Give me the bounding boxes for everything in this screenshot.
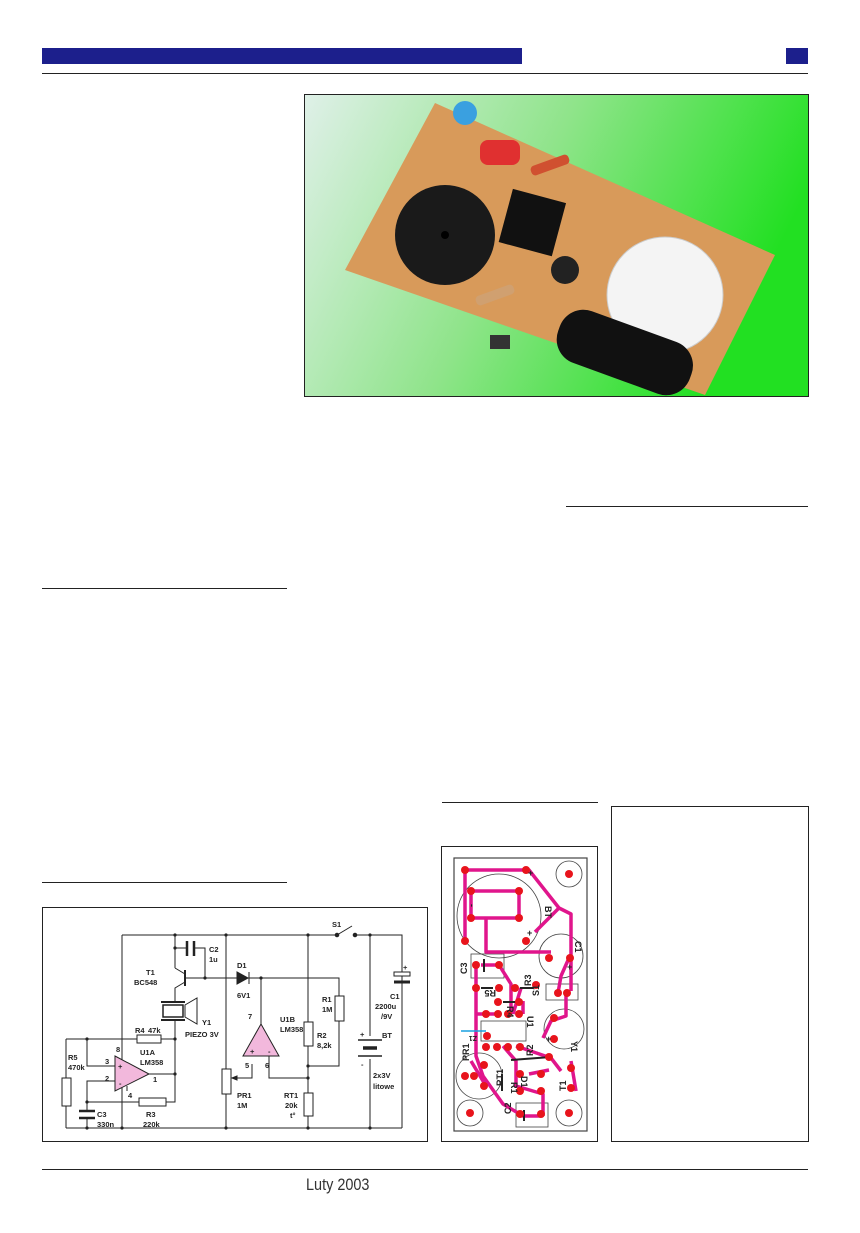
header-rule bbox=[42, 73, 808, 74]
value-r1: 1M bbox=[322, 1005, 332, 1014]
value-c3: 330n bbox=[97, 1120, 115, 1129]
value-r4: 47k bbox=[148, 1026, 161, 1035]
page-number-box bbox=[786, 48, 808, 64]
u1a-plus: + bbox=[118, 1062, 123, 1071]
op-amp-u1b bbox=[242, 1022, 280, 1057]
pcb-label-c2: C2 bbox=[503, 1102, 513, 1114]
pcb-bt-minus: - bbox=[467, 904, 477, 907]
label-r2: R2 bbox=[317, 1031, 327, 1040]
value-d1: 6V1 bbox=[237, 991, 250, 1000]
pcb-label-u1: U1 bbox=[525, 1016, 535, 1028]
pin-1: 1 bbox=[153, 1075, 157, 1084]
device-photo bbox=[304, 94, 809, 397]
pcb-label-y1: Y1 bbox=[569, 1041, 579, 1052]
value-pr1: 1M bbox=[237, 1101, 247, 1110]
pcb-label-r3: R3 bbox=[523, 974, 533, 986]
section-rule bbox=[442, 802, 598, 803]
label-c2: C2 bbox=[209, 945, 219, 954]
value-r2: 8,2k bbox=[317, 1041, 332, 1050]
pcb-label-bt: BT bbox=[543, 906, 553, 918]
label-bt: BT bbox=[382, 1031, 392, 1040]
pcb-layout: BT C1 C3 R3 R5 R4 S1 U1 Y1 PR1 R2 RT1 D1… bbox=[441, 846, 598, 1142]
section-rule bbox=[42, 882, 287, 883]
pcb-pads bbox=[461, 866, 575, 1118]
pcb-y1-plus: + bbox=[546, 1034, 551, 1044]
section-rule bbox=[42, 588, 287, 589]
value-bt: 2x3V bbox=[373, 1071, 391, 1080]
footer-rule bbox=[42, 1169, 808, 1170]
label-c1: C1 bbox=[390, 992, 400, 1001]
pin-7: 7 bbox=[248, 1012, 252, 1021]
value-t1: BC548 bbox=[134, 978, 157, 987]
u1b-minus: - bbox=[268, 1047, 271, 1056]
pcb-label-r5: R5 bbox=[484, 988, 496, 998]
label-r5: R5 bbox=[68, 1053, 78, 1062]
pin-6: 6 bbox=[265, 1061, 269, 1070]
pin-4: 4 bbox=[128, 1091, 133, 1100]
pcb-c1-plus: + bbox=[567, 962, 572, 972]
value-r5: 470k bbox=[68, 1063, 86, 1072]
bt-plus: + bbox=[360, 1030, 365, 1039]
note-rt1: t° bbox=[290, 1111, 296, 1120]
label-u1a: U1A bbox=[140, 1048, 156, 1057]
pcb-bt-plus: + bbox=[528, 868, 533, 878]
pcb-label-rt1: RT1 bbox=[495, 1069, 505, 1086]
capacitor-electrolytic bbox=[556, 309, 693, 396]
label-s1: S1 bbox=[332, 920, 341, 929]
op-amp-u1a bbox=[114, 1055, 151, 1092]
section-rule bbox=[566, 506, 808, 507]
pcb-bt-plus-2: + bbox=[527, 928, 532, 938]
pcb-label-r4: R4 bbox=[505, 1006, 515, 1018]
u1b-plus: + bbox=[250, 1047, 255, 1056]
label-c3: C3 bbox=[97, 1110, 107, 1119]
sidebar-box bbox=[611, 806, 809, 1142]
pcb-label-c1: C1 bbox=[573, 941, 583, 953]
label-pr1: PR1 bbox=[237, 1091, 252, 1100]
value-y1: PIEZO 3V bbox=[185, 1030, 219, 1039]
pcb-label-r1: R1 bbox=[509, 1082, 519, 1094]
value-rt1: 20k bbox=[285, 1101, 298, 1110]
label-y1: Y1 bbox=[202, 1018, 211, 1027]
note-bt: litowe bbox=[373, 1082, 394, 1091]
pin-5: 5 bbox=[245, 1061, 249, 1070]
value-r3: 220k bbox=[143, 1120, 161, 1129]
label-d1: D1 bbox=[237, 961, 247, 970]
label-t1: T1 bbox=[146, 968, 155, 977]
u1a-minus: - bbox=[119, 1079, 122, 1088]
pcb-label-pr1: PR1 bbox=[461, 1043, 471, 1061]
pin-2: 2 bbox=[105, 1074, 109, 1083]
label-r4: R4 bbox=[135, 1026, 145, 1035]
label-u1b: U1B bbox=[280, 1015, 296, 1024]
pcb-label-r2: R2 bbox=[525, 1044, 535, 1056]
c1-plus: + bbox=[403, 963, 408, 972]
value-c1: 2200u bbox=[375, 1002, 397, 1011]
pcb-label-s1: S1 bbox=[531, 985, 541, 996]
footer-issue-date: Luty 2003 bbox=[306, 1175, 370, 1194]
label-rt1: RT1 bbox=[284, 1091, 298, 1100]
value-u1a: LM358 bbox=[140, 1058, 163, 1067]
pin-8: 8 bbox=[116, 1045, 120, 1054]
pin-3: 3 bbox=[105, 1057, 109, 1066]
value-c2: 1u bbox=[209, 955, 218, 964]
pcb-label-d1: D1 bbox=[519, 1076, 529, 1088]
pcb-label-z1: Z1 bbox=[469, 1034, 477, 1041]
label-r3: R3 bbox=[146, 1110, 156, 1119]
schematic-diagram: S1 C2 1u T1 BC548 D1 6V1 R1 1M U1B LM358… bbox=[42, 907, 428, 1142]
note-c1: /9V bbox=[381, 1012, 392, 1021]
ic-chip bbox=[498, 188, 567, 257]
header-bar bbox=[42, 48, 522, 64]
value-u1b: LM358 bbox=[280, 1025, 303, 1034]
bt-minus: - bbox=[361, 1060, 364, 1069]
pcb-label-t1: T1 bbox=[558, 1080, 568, 1091]
pcb-label-c3: C3 bbox=[459, 962, 469, 974]
label-r1: R1 bbox=[322, 995, 332, 1004]
